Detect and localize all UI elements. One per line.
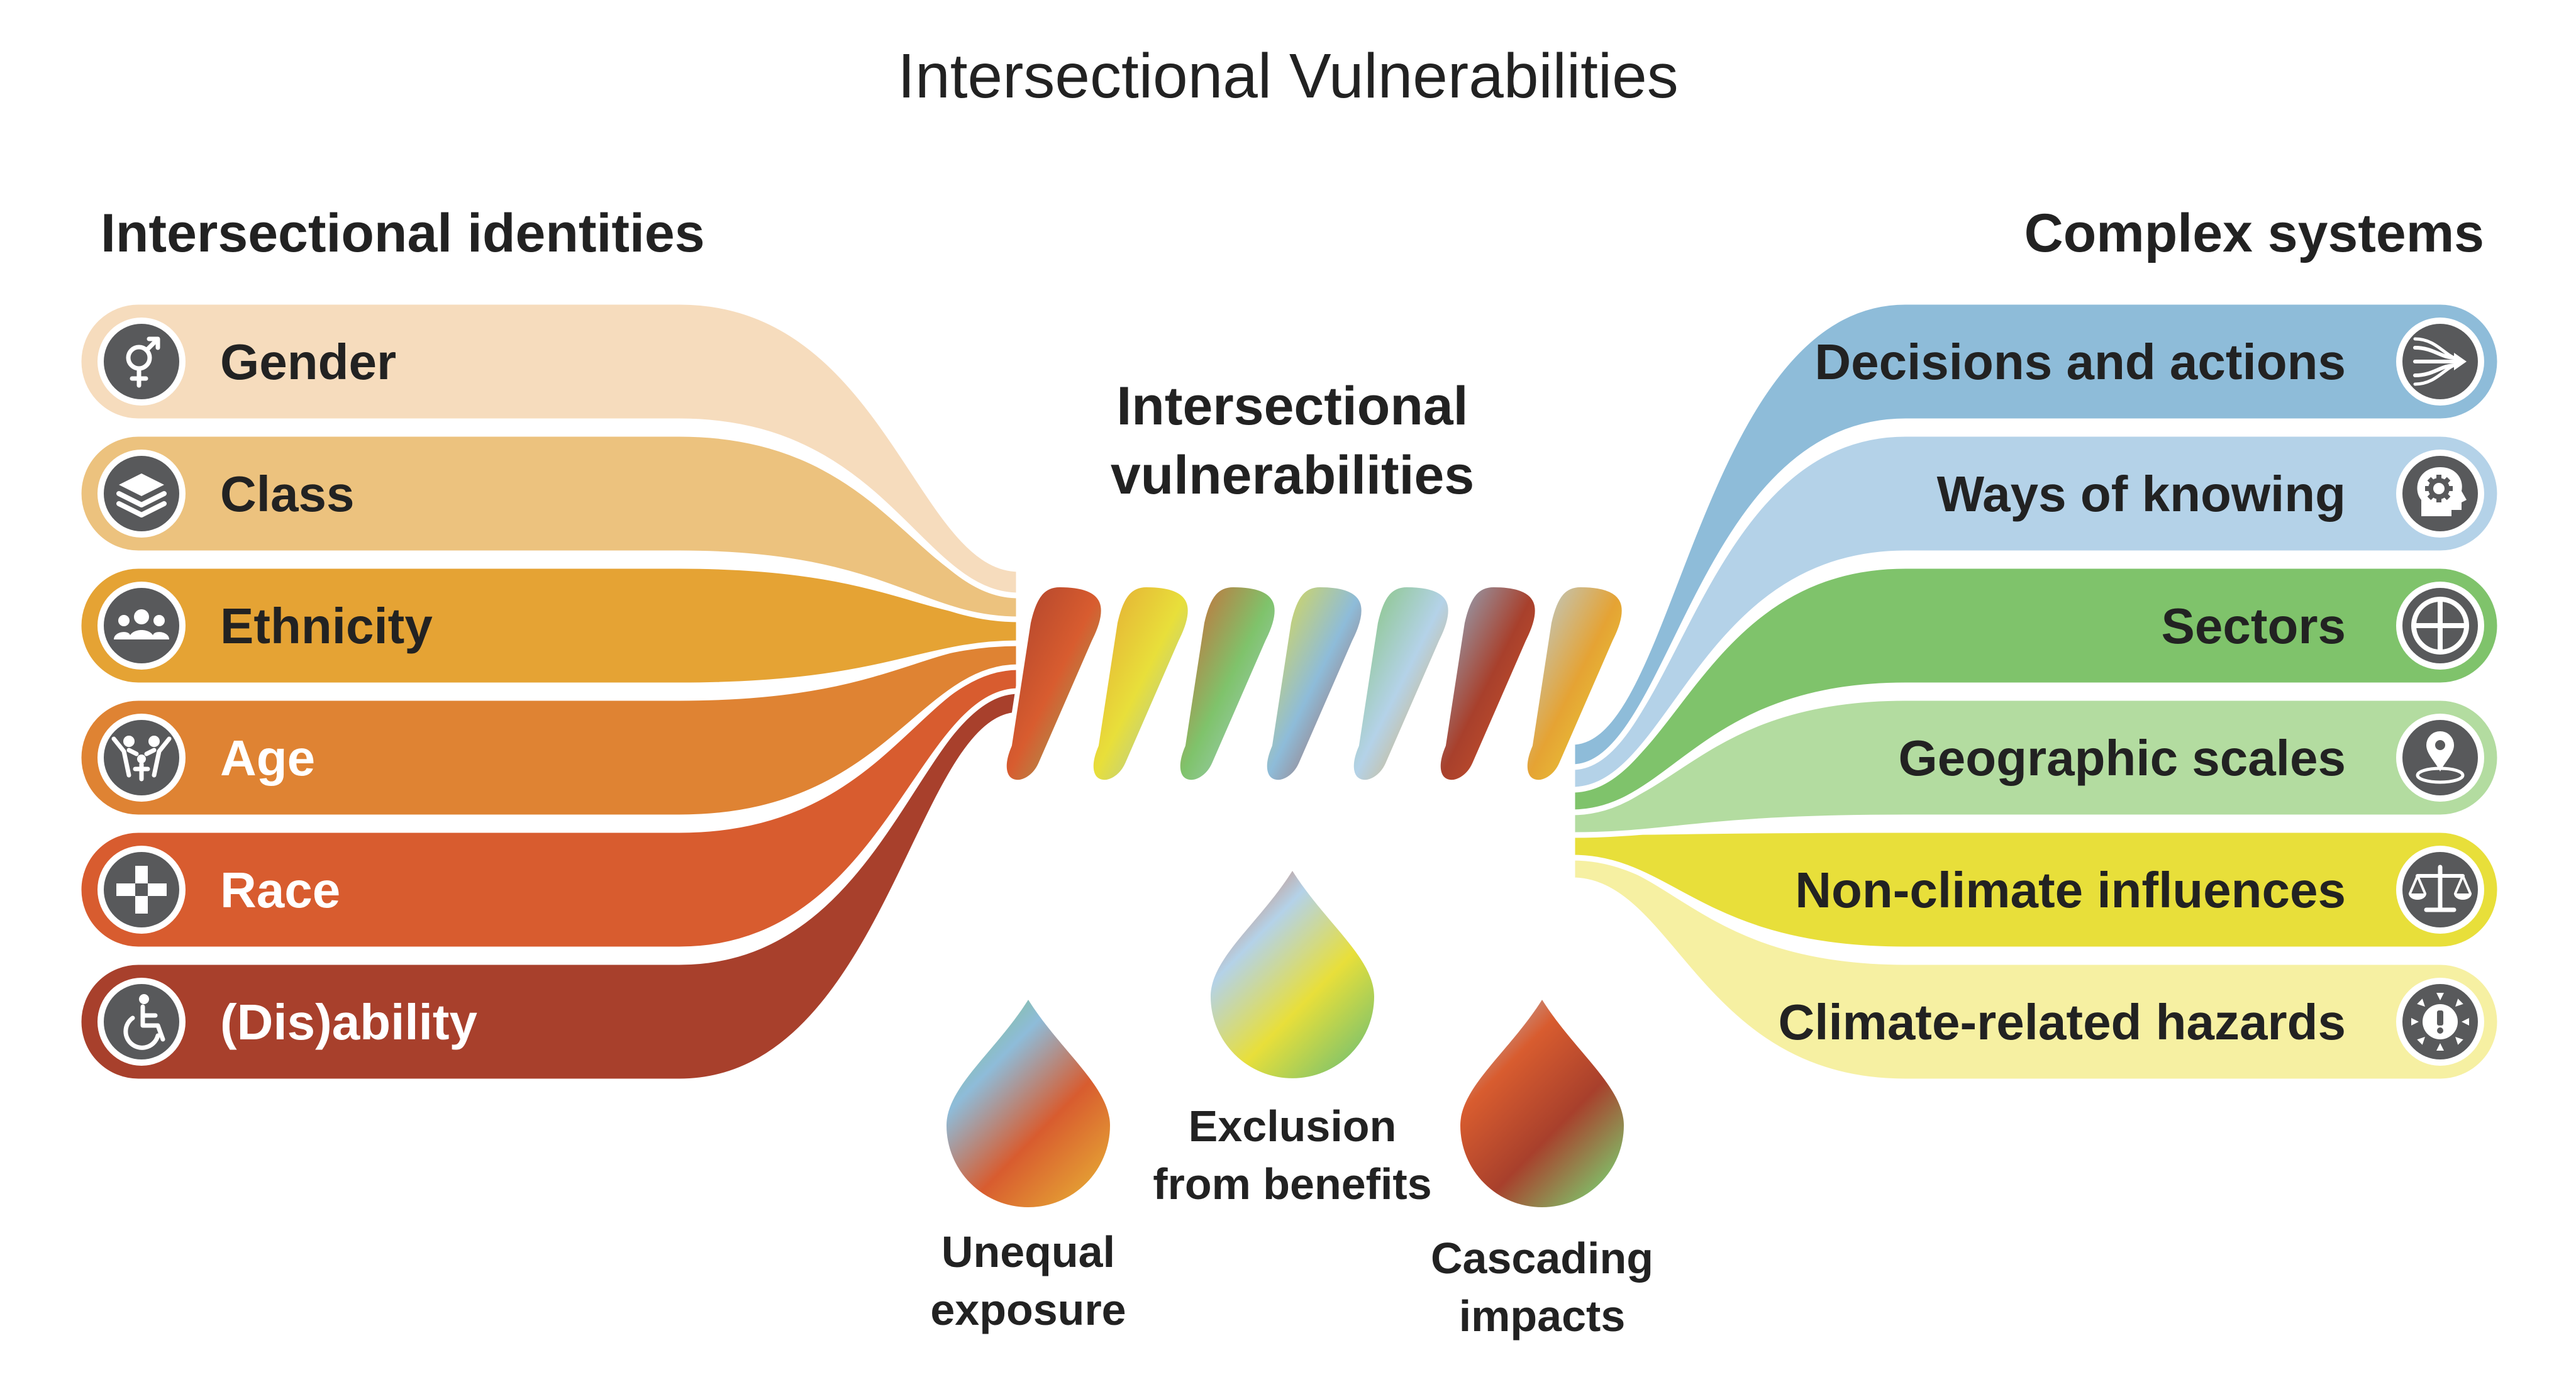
- drops-group: Unequal exposure Exclusion from benefitsCas…: [930, 871, 1653, 1341]
- drop-label-line-1: Exclusion: [1189, 1102, 1397, 1151]
- rope-segment: [1175, 582, 1280, 785]
- diagram-title: Intersectional Vulnerabilities: [897, 41, 1678, 111]
- rope-segment: [1262, 582, 1367, 785]
- drop-label-line-1: Unequal: [941, 1227, 1115, 1276]
- left-label: Ethnicity: [220, 598, 433, 654]
- left-band-gender: [75, 299, 1022, 599]
- gender-icon: [97, 318, 186, 406]
- left-band-race: [75, 661, 1022, 953]
- right-label: Sectors: [2162, 598, 2346, 654]
- right-label: Climate-related hazards: [1778, 994, 2346, 1050]
- left-label: Race: [220, 862, 340, 918]
- drop-label-line-1: Cascading: [1431, 1234, 1653, 1283]
- head-gear-icon: [2396, 450, 2484, 538]
- left-identities-group: (Dis)ability Race Age Ethnicity Class Gender: [75, 299, 1022, 1085]
- location-pin-icon: [2396, 714, 2484, 802]
- drop-shape: [1460, 1000, 1624, 1207]
- right-band-sectors: [1569, 563, 2503, 816]
- center-heading-line-1: Intersectional: [1116, 376, 1468, 436]
- drop-label-line-2: impacts: [1459, 1291, 1626, 1341]
- right-label: Geographic scales: [1899, 730, 2346, 786]
- right-systems-group: Climate-related hazards Non-climate influ…: [1569, 299, 2503, 1085]
- converging-arrows-icon: [2396, 318, 2484, 406]
- right-label: Ways of knowing: [1937, 466, 2346, 522]
- drop-shape: [1211, 871, 1374, 1078]
- sun-alert-icon: [2396, 978, 2484, 1066]
- rope-segment: [1348, 582, 1453, 785]
- layers-icon: [97, 450, 186, 538]
- rope-segment: [1001, 582, 1106, 785]
- wheelchair-icon: [97, 978, 186, 1066]
- left-label: Gender: [220, 334, 396, 390]
- right-band-non-climate-influences: [1569, 827, 2503, 953]
- left-band-age: [75, 638, 1022, 821]
- right-label: Non-climate influences: [1795, 862, 2346, 918]
- right-label: Decisions and actions: [1814, 334, 2346, 390]
- drop-2: Cascading impacts: [1431, 1000, 1653, 1341]
- balance-scale-icon: [2396, 846, 2484, 934]
- left-label: Age: [220, 730, 315, 786]
- left-heading: Intersectional identities: [101, 203, 705, 263]
- people-group-icon: [97, 582, 186, 670]
- left-label: Class: [220, 466, 354, 522]
- right-band-climate-related-hazards: [1569, 852, 2503, 1085]
- family-icon: [97, 714, 186, 802]
- right-band-geographic-scales: [1569, 695, 2503, 838]
- left-label: (Dis)ability: [220, 994, 477, 1050]
- right-heading: Complex systems: [2024, 203, 2484, 263]
- drop-label-line-2: exposure: [930, 1285, 1126, 1334]
- rope-segment: [1088, 582, 1193, 785]
- right-band-decisions-and-actions: [1569, 299, 2503, 770]
- rope-segment: [1435, 582, 1540, 785]
- center-heading-line-2: vulnerabilities: [1111, 445, 1474, 506]
- drop-shape: [947, 1000, 1110, 1207]
- twisted-rope: [1001, 582, 1627, 785]
- left-band-ethnicity: [75, 563, 1022, 688]
- drop-1: Exclusion from benefits: [1153, 871, 1432, 1208]
- drop-label-line-2: from benefits: [1153, 1159, 1431, 1208]
- joined-hands-icon: [97, 846, 186, 934]
- drop-0: Unequal exposure: [930, 1000, 1126, 1334]
- left-band-class: [75, 431, 1022, 622]
- quartered-circle-icon: [2396, 582, 2484, 670]
- rope-segment: [1522, 582, 1627, 785]
